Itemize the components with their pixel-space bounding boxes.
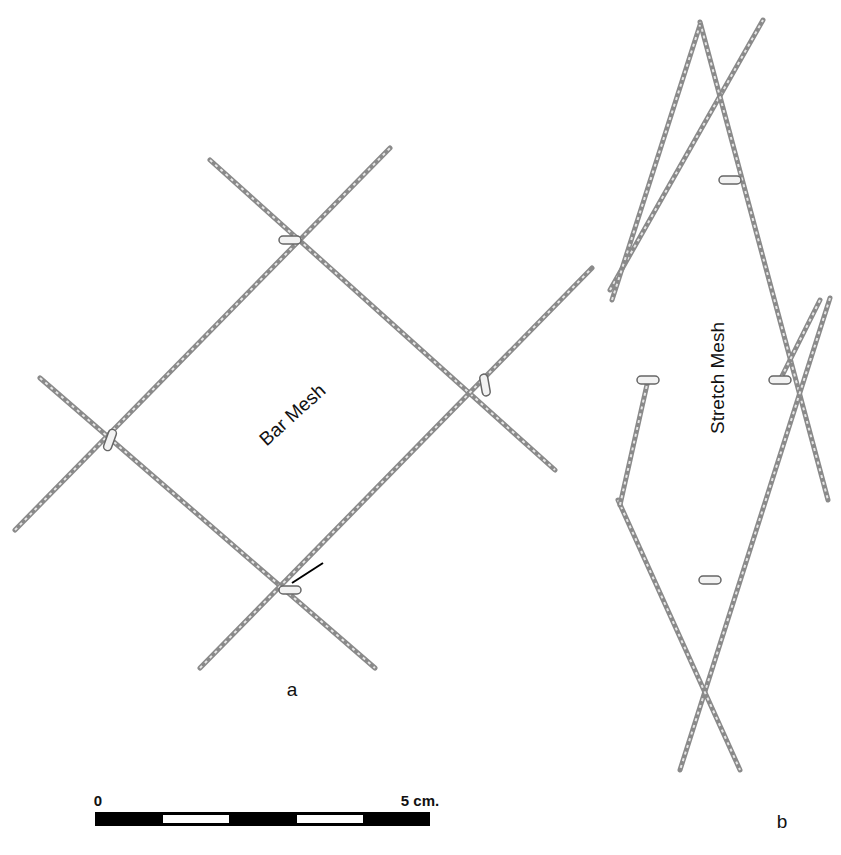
scale-number: 0 (92, 792, 104, 809)
cord-twist (612, 25, 700, 300)
cord-twist (210, 160, 555, 470)
knot (637, 376, 659, 384)
cord (700, 22, 828, 500)
knot (102, 428, 117, 451)
scale-number: 5 cm. (399, 792, 441, 809)
cord (780, 300, 820, 380)
knots (102, 176, 791, 594)
cord-lines (15, 20, 830, 770)
cord-twist (700, 22, 828, 500)
scale-bar (95, 812, 430, 826)
figure-letter: a (285, 679, 300, 701)
cord (40, 378, 375, 668)
mesh-label: Stretch Mesh (707, 320, 729, 436)
cord-twist (618, 500, 740, 770)
cord-twist (780, 300, 820, 380)
cord (620, 380, 648, 505)
cord-twist (15, 148, 390, 530)
cord (210, 160, 555, 470)
cord-twist (620, 380, 648, 505)
knot (479, 373, 491, 396)
knot (719, 176, 741, 184)
knot (279, 586, 301, 594)
cord-twist (200, 268, 592, 668)
mesh-label: Bar Mesh (254, 378, 332, 451)
knot (279, 236, 301, 244)
cord-twist (40, 378, 375, 668)
cord (200, 268, 592, 668)
cord (15, 148, 390, 530)
cord (612, 25, 700, 300)
knot (699, 576, 721, 584)
cord (680, 298, 830, 770)
cord-twist (680, 298, 830, 770)
figure-letter: b (775, 811, 790, 833)
pointer-line (292, 563, 323, 583)
knot (769, 376, 791, 384)
cord (618, 500, 740, 770)
